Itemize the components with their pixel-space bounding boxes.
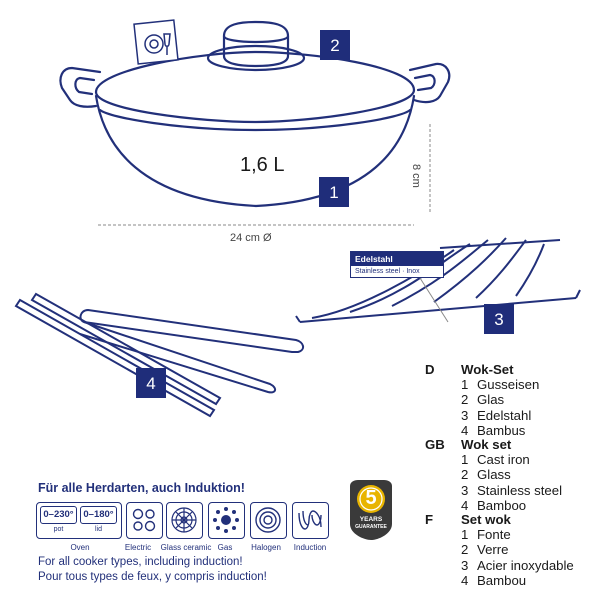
legend-title: Wok set	[461, 437, 512, 452]
halogen-icon	[250, 502, 287, 539]
electric-icon	[126, 502, 163, 539]
label-gas: Gas	[217, 543, 233, 552]
item-number: 3	[461, 482, 469, 498]
label-halogen: Halogen	[251, 543, 281, 552]
oven-icon-box: 0–230° pot 0–180° lid	[36, 502, 122, 539]
footer-en: For all cooker types, including inductio…	[38, 556, 243, 568]
guarantee-badge: 5 YEARS GUARANTEE	[346, 478, 396, 542]
item-number: 4	[461, 422, 469, 438]
oven-lid-temp: 0–180°	[80, 506, 117, 524]
item-number: 4	[461, 572, 469, 588]
legend-code: F	[425, 512, 434, 527]
legend-code: GB	[425, 437, 445, 452]
item-number: 1	[461, 527, 469, 543]
marker-4: 4	[136, 368, 166, 398]
oven-lid-label: lid	[94, 526, 102, 533]
label-glass-ceramic: Glass ceramic	[160, 543, 212, 552]
legend-code: D	[425, 362, 435, 377]
guarantee-number: 5	[365, 487, 377, 509]
label-induction: Induction	[293, 543, 327, 552]
induction-icon	[292, 502, 329, 539]
item-number: 2	[461, 542, 469, 558]
item-text: Bambus	[477, 422, 526, 438]
rack-material-tag: Edelstahl Stainless steel · Inox	[350, 251, 444, 278]
marker-1: 1	[319, 177, 349, 207]
item-text: Bamboo	[477, 497, 527, 513]
footer-fr: Pour tous types de feux, y compris induc…	[38, 571, 267, 583]
oven-pot-label: pot	[53, 526, 64, 533]
item-number: 1	[461, 452, 469, 468]
item-text: Acier inoxydable	[477, 557, 574, 573]
item-text: Stainless steel	[477, 482, 563, 498]
item-number: 2	[461, 392, 469, 408]
height-dimension: 8 cm	[410, 164, 422, 188]
marker-3: 3	[484, 304, 514, 334]
cooker-heading: Für alle Herdarten, auch Induktion!	[38, 481, 245, 495]
item-number: 2	[461, 467, 469, 483]
item-text: Glas	[477, 392, 505, 408]
rack-material-en-fr: Stainless steel · Inox	[355, 268, 420, 275]
item-text: Verre	[477, 542, 509, 558]
legend-title: Wok-Set	[461, 362, 514, 377]
item-number: 1	[461, 377, 469, 393]
diameter-dimension: 24 cm Ø	[230, 232, 272, 244]
gas-icon	[208, 502, 245, 539]
item-number: 4	[461, 497, 469, 513]
guarantee-text: GUARANTEE	[355, 524, 387, 530]
glass-ceramic-icon	[166, 502, 203, 539]
marker-2: 2	[320, 30, 350, 60]
item-text: Edelstahl	[477, 407, 532, 423]
item-number: 3	[461, 407, 469, 423]
legend-title: Set wok	[461, 512, 511, 527]
item-text: Glass	[477, 467, 511, 483]
capacity-label: 1,6 L	[240, 154, 285, 176]
label-oven: Oven	[70, 543, 90, 552]
item-text: Gusseisen	[477, 377, 540, 393]
item-text: Bambou	[477, 572, 527, 588]
item-text: Fonte	[477, 527, 511, 543]
guarantee-years: YEARS	[359, 516, 383, 523]
label-electric: Electric	[124, 543, 152, 552]
item-text: Cast iron	[477, 452, 530, 468]
item-number: 3	[461, 557, 469, 573]
guarantee-badge-shape	[350, 480, 392, 540]
oven-pot-temp: 0–230°	[40, 506, 77, 524]
rack-material-de: Edelstahl	[351, 252, 443, 266]
